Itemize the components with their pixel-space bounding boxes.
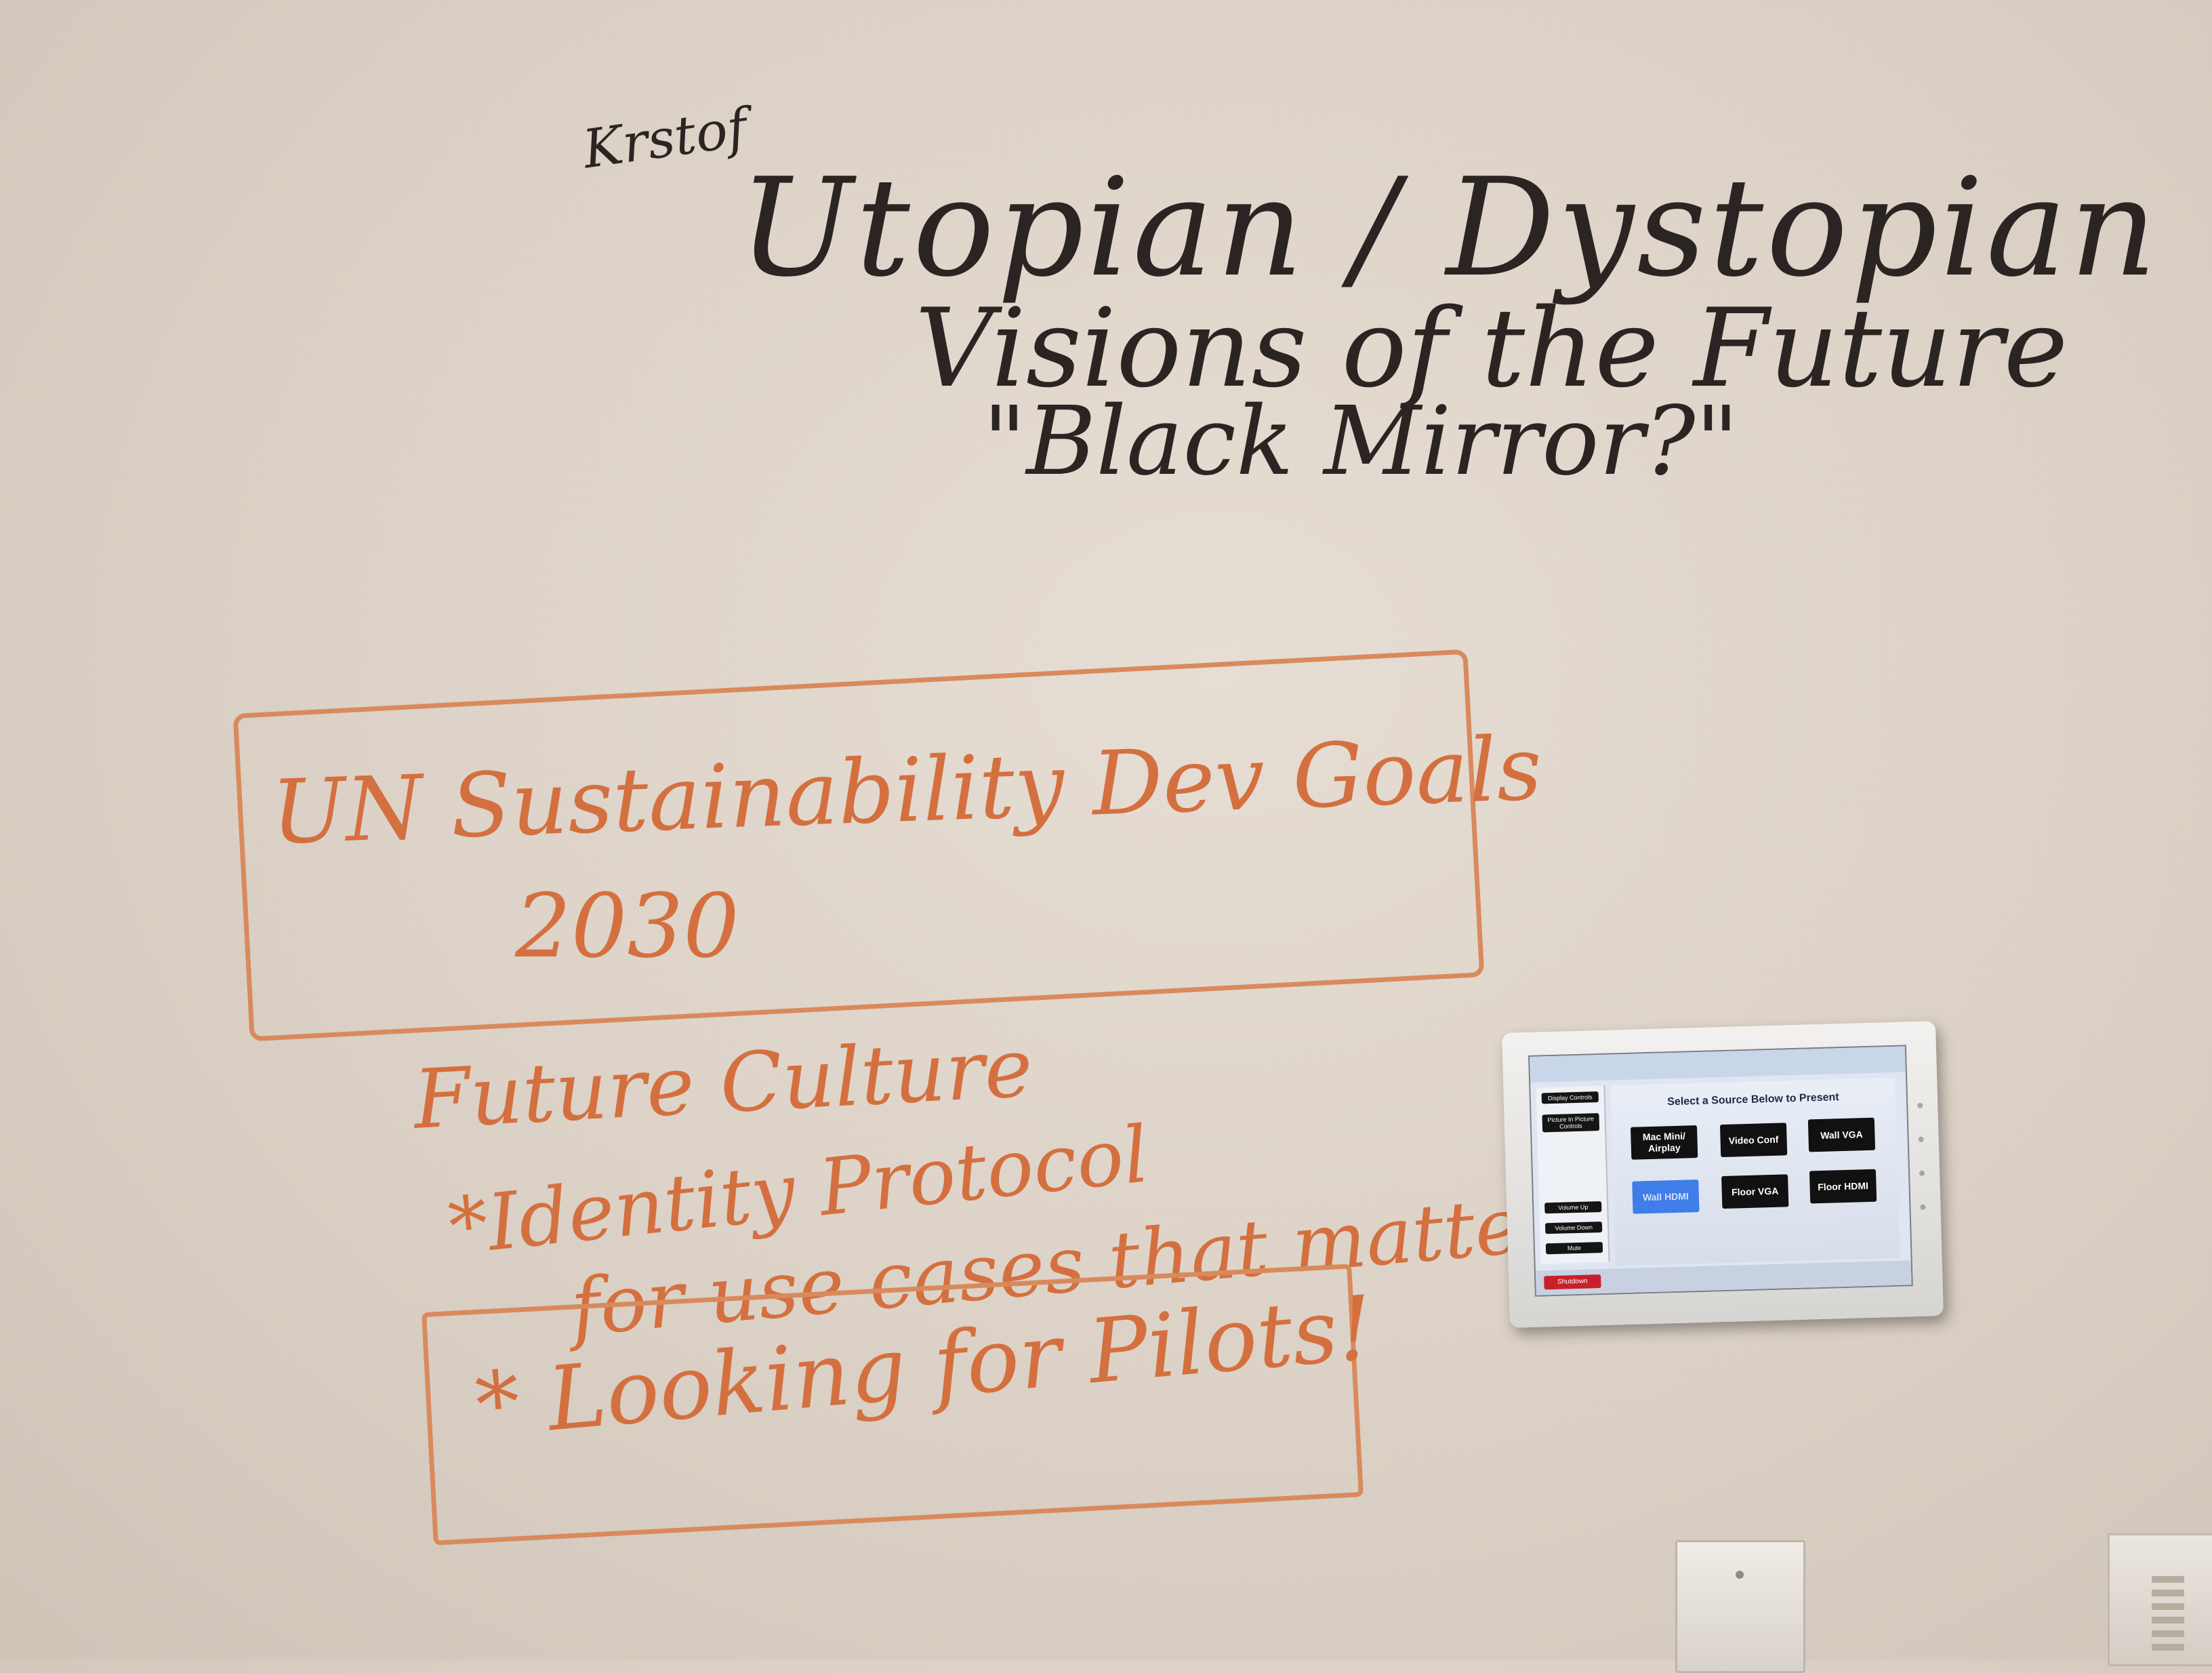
- mute-button[interactable]: Mute: [1545, 1241, 1603, 1255]
- shutdown-button[interactable]: Shutdown: [1544, 1274, 1601, 1290]
- vent-slot: [2152, 1576, 2184, 1583]
- panel-indicator-dot: [1920, 1204, 1926, 1210]
- volume-down-button[interactable]: Volume Down: [1544, 1222, 1603, 1234]
- panel-indicator-dot: [1917, 1102, 1923, 1108]
- switch-indicator: [1736, 1571, 1744, 1579]
- wall-vent-plate: [2108, 1533, 2212, 1666]
- panel-screen: Display Controls Picture In Picture Cont…: [1528, 1045, 1913, 1297]
- screen-header-bar: [1530, 1046, 1906, 1083]
- screen-bottom-bar: Shutdown: [1535, 1260, 1912, 1295]
- volume-up-button[interactable]: Volume Up: [1544, 1201, 1602, 1214]
- panel-indicator-dot: [1919, 1170, 1925, 1176]
- source-prompt: Select a Source Below to Present: [1667, 1091, 1839, 1108]
- room-control-panel: Display Controls Picture In Picture Cont…: [1502, 1021, 1944, 1328]
- pip-controls-button[interactable]: Picture In Picture Controls: [1542, 1113, 1600, 1133]
- vent-slot: [2152, 1590, 2184, 1596]
- display-controls-button[interactable]: Display Controls: [1541, 1091, 1599, 1104]
- source-wall-vga-button[interactable]: Wall VGA: [1807, 1117, 1876, 1152]
- source-floor-hdmi-button[interactable]: Floor HDMI: [1809, 1169, 1877, 1204]
- vent-slot: [2152, 1630, 2184, 1637]
- source-mac-mini-button[interactable]: Mac Mini/ Airplay: [1631, 1125, 1698, 1160]
- vent-slot: [2152, 1644, 2184, 1651]
- wall-light-switch[interactable]: [1675, 1540, 1805, 1673]
- title-line-2: Visions of the Future: [915, 285, 2068, 411]
- vent-slot: [2152, 1617, 2184, 1624]
- source-floor-vga-button[interactable]: Floor VGA: [1721, 1174, 1789, 1209]
- sdg-line-2: 2030: [515, 874, 739, 977]
- title-line-3: "Black Mirror?": [983, 386, 1739, 497]
- source-video-conf-button[interactable]: Video Conf: [1719, 1123, 1788, 1158]
- source-wall-hdmi-button[interactable]: Wall HDMI: [1632, 1180, 1700, 1214]
- title-line-1: Utopian / Dystopian: [739, 149, 2160, 307]
- source-select-area: Select a Source Below to Present Mac Min…: [1610, 1077, 1900, 1266]
- panel-indicator-dot: [1918, 1136, 1924, 1142]
- culture-line: Future Culture: [411, 1021, 1035, 1148]
- author-name: Krstof: [579, 97, 751, 181]
- panel-sidebar: Display Controls Picture In Picture Cont…: [1536, 1085, 1610, 1264]
- vent-slot: [2152, 1603, 2184, 1610]
